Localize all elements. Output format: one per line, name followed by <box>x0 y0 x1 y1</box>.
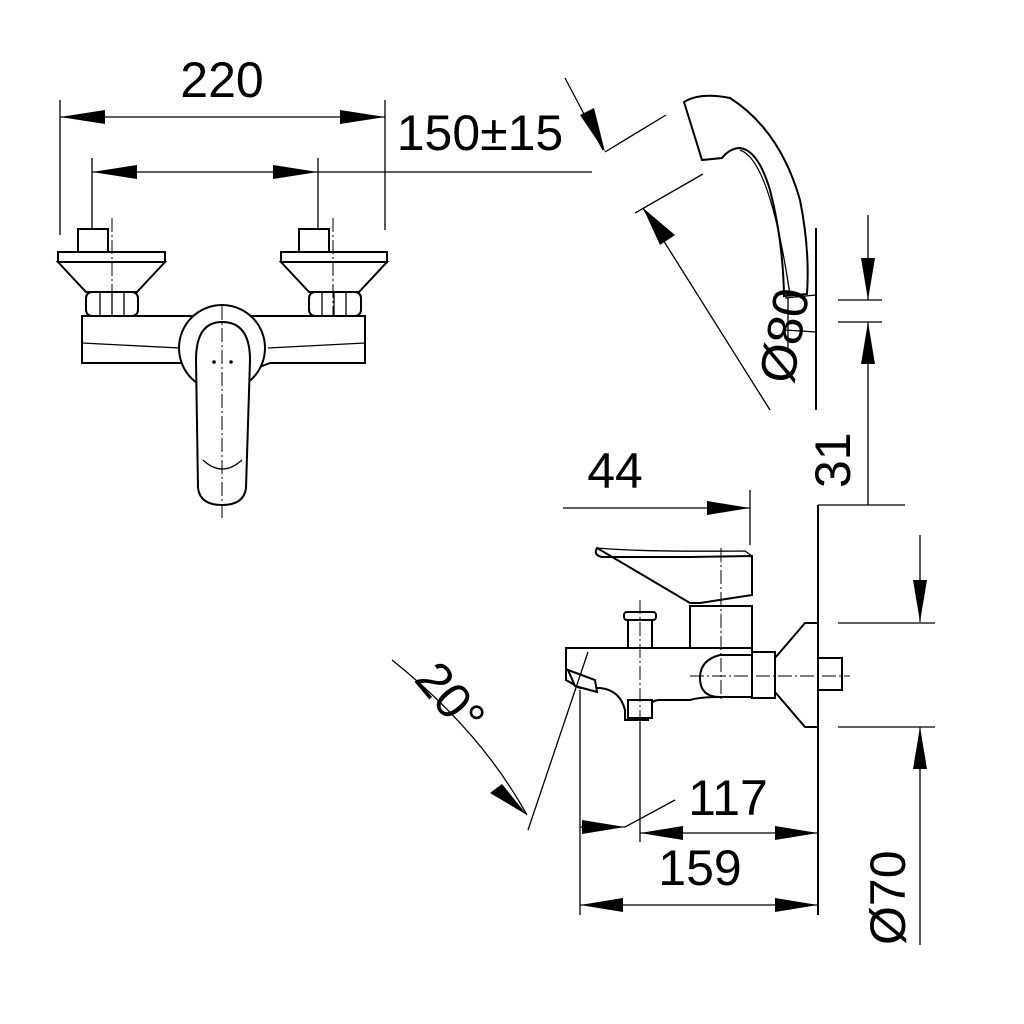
arrow-icon <box>580 108 605 152</box>
dim-117: 117 <box>688 770 768 826</box>
arrow-icon <box>582 820 625 834</box>
dim-159: 159 <box>658 840 741 896</box>
mixer-body <box>81 304 366 518</box>
hand-shower <box>682 94 809 298</box>
dim-44: 44 <box>587 443 643 499</box>
arrow-icon <box>273 165 318 179</box>
arrow-icon <box>775 898 818 912</box>
arrow-icon <box>861 258 875 300</box>
dim-angle-20: 20° <box>405 651 497 745</box>
dim-diameter-70: Ø70 <box>860 850 916 945</box>
lever <box>594 546 753 604</box>
arrow-icon <box>913 727 927 769</box>
hand-shower-view: Ø80 31 <box>564 77 905 506</box>
dim-diameter-80: Ø80 <box>749 284 821 387</box>
side-view: 44 Ø70 20° <box>391 443 935 945</box>
extension-line <box>634 173 704 214</box>
dim-150: 150±15 <box>397 105 563 161</box>
arrow-icon <box>490 784 527 815</box>
arrow-icon <box>580 898 623 912</box>
arrow-icon <box>92 165 137 179</box>
arrow-icon <box>775 826 818 840</box>
dim-31: 31 <box>805 432 861 488</box>
right-inlet <box>278 218 390 340</box>
front-view: 220 150±15 <box>55 52 592 518</box>
arrow-icon <box>640 826 683 840</box>
nut <box>751 651 776 699</box>
left-inlet <box>55 218 168 340</box>
wall-flange <box>774 622 819 728</box>
arrow-icon <box>643 208 675 245</box>
dim-220: 220 <box>180 52 263 108</box>
extension-line <box>604 114 667 153</box>
arrow-icon <box>861 322 875 364</box>
arrow-icon <box>707 501 750 515</box>
arrow-icon <box>913 580 927 622</box>
arrow-icon <box>340 110 385 124</box>
arrow-icon <box>60 110 105 124</box>
inlet-stub <box>817 657 843 691</box>
